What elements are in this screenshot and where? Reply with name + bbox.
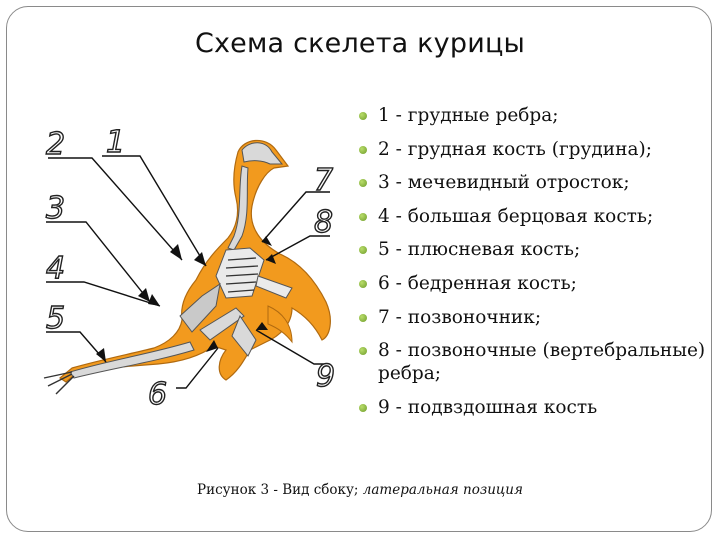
figure-label-9: 9 xyxy=(316,359,335,394)
figure-label-2: 2 xyxy=(46,127,65,162)
bullet-icon xyxy=(359,145,367,154)
legend-item: 4 - большая берцовая кость; xyxy=(358,205,708,228)
figure-caption: Рисунок 3 - Вид сбоку; латеральная позиц… xyxy=(0,482,720,498)
figure-label-5: 5 xyxy=(46,301,65,336)
legend-item: 8 - позвоночные (вертебральные) ребра; xyxy=(358,339,708,385)
pointer-lines xyxy=(46,155,330,389)
figure-number-labels: 2 1 3 4 5 7 8 6 9 xyxy=(45,124,335,412)
legend-item-text: 3 - мечевидный отросток; xyxy=(378,172,630,194)
legend-item: 1 - грудные ребра; xyxy=(358,104,708,127)
pointer-arrowheads xyxy=(96,236,276,362)
legend-item: 2 - грудная кость (грудина); xyxy=(358,138,708,161)
skeleton-diagram: 2 1 3 4 5 7 8 6 9 xyxy=(43,124,336,413)
bullet-icon xyxy=(359,347,367,356)
figure-label-6: 6 xyxy=(148,377,167,412)
legend-item: 5 - плюсневая кость; xyxy=(358,238,708,261)
bone-legend-list: 1 - грудные ребра; 2 - грудная кость (гр… xyxy=(358,104,708,429)
slide-title: Схема скелета курицы xyxy=(194,28,526,59)
legend-item: 9 - подвздошная кость xyxy=(358,396,708,419)
bullet-icon xyxy=(359,212,367,221)
foot-claws xyxy=(43,371,75,395)
legend-item: 7 - позвоночник; xyxy=(358,306,708,329)
figure-label-4: 4 xyxy=(46,251,65,286)
figure-label-7: 7 xyxy=(314,163,333,198)
bullet-icon xyxy=(359,246,367,255)
bullet-icon xyxy=(359,279,367,288)
legend-item-text: 4 - большая берцовая кость; xyxy=(378,205,654,227)
chicken-body-silhouette xyxy=(58,139,331,383)
legend-item-text: 2 - грудная кость (грудина); xyxy=(378,138,652,160)
legend-item-text: 7 - позвоночник; xyxy=(378,306,542,328)
figure-label-3: 3 xyxy=(46,191,65,226)
legend-item-text: 5 - плюсневая кость; xyxy=(378,239,581,261)
bone-structures xyxy=(69,142,293,379)
legend-item: 3 - мечевидный отросток; xyxy=(358,171,708,194)
bullet-icon xyxy=(359,112,367,120)
caption-prefix: Рисунок 3 - Вид сбоку; xyxy=(197,482,363,498)
figure-label-1: 1 xyxy=(106,125,125,160)
legend-item: 6 - бедренная кость; xyxy=(358,272,708,295)
caption-emphasis: латеральная позиция xyxy=(362,482,523,498)
bullet-icon xyxy=(359,179,367,188)
legend-item-text: 1 - грудные ребра; xyxy=(378,105,559,126)
legend-item-text: 9 - подвздошная кость xyxy=(378,396,598,418)
legend-item-text: 8 - позвоночные (вертебральные) ребра; xyxy=(378,340,706,385)
rib-lines xyxy=(225,257,259,293)
legend-item-text: 6 - бедренная кость; xyxy=(378,272,577,294)
figure-label-8: 8 xyxy=(314,205,333,240)
bullet-icon xyxy=(359,403,367,412)
bullet-icon xyxy=(359,313,367,322)
chicken-skeleton-figure: 2 1 3 4 5 7 8 6 9 xyxy=(30,110,370,430)
